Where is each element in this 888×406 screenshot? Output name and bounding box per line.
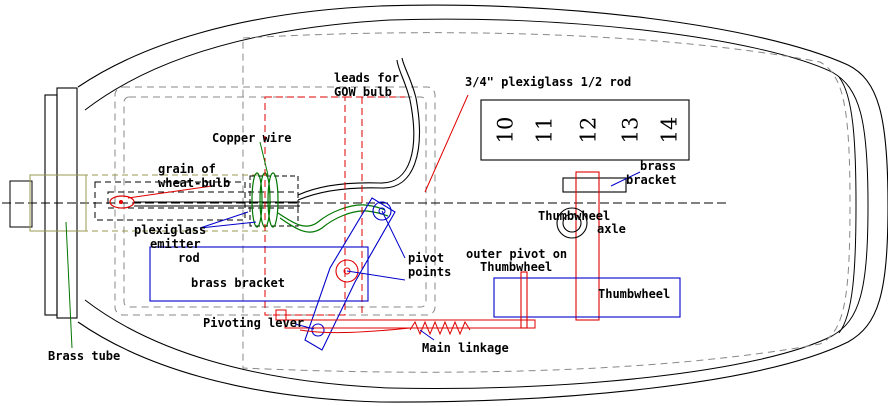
- pivot-point-upper: [372, 201, 392, 221]
- label-main-linkage: Main linkage: [422, 341, 509, 355]
- housing-inner-box-outer: [114, 86, 436, 316]
- label-brass-tube: Brass tube: [48, 349, 120, 363]
- main-linkage-wire: [299, 327, 411, 334]
- pivot-point-lower: [311, 323, 325, 337]
- outer-pivot-pin: [520, 271, 528, 329]
- label-leads-line2: GOW bulb: [334, 85, 392, 99]
- label-thumbwheel: Thumbwheel: [598, 287, 670, 301]
- scale-number-14: 14: [658, 117, 682, 144]
- leader-main-linkage: [419, 329, 435, 341]
- label-grain-line2: wheat-bulb: [158, 176, 230, 190]
- label-thumbwheel-axle-line1: Thumbwheel: [538, 209, 610, 223]
- leader-brass-tube: [65, 221, 73, 349]
- body-rim-left-curve: [838, 76, 857, 334]
- pivot-leader-1: [381, 210, 406, 259]
- leader-pivoting-lever: [294, 323, 315, 330]
- bulb-lead-wire-2: [297, 57, 420, 201]
- pivot-leader-2: [346, 270, 406, 281]
- label-pivot-line2: points: [408, 265, 451, 279]
- scale-number-11: 11: [533, 117, 557, 144]
- brass-tube-end: [9, 180, 33, 228]
- end-cap-ring: [56, 87, 78, 319]
- label-outer-pivot-line1: outer pivot on: [466, 247, 567, 261]
- label-plexiglass-rod: 3/4" plexiglass 1/2 rod: [465, 75, 631, 89]
- label-leads-line1: leads for: [334, 71, 399, 85]
- thumbwheel-body: [493, 277, 681, 318]
- bulb-filament: [119, 200, 123, 204]
- label-outer-pivot-line2: Thumbwheel: [480, 260, 552, 274]
- main-linkage-spring: [409, 320, 471, 336]
- body-outer-outline: [77, 4, 888, 403]
- label-brass-bracket-left: brass bracket: [191, 276, 285, 290]
- scale-number-10: 10: [494, 117, 518, 144]
- label-pivoting-lever: Pivoting lever: [203, 316, 304, 330]
- pivot-point-middle: [335, 259, 359, 283]
- label-brass-bracket-right-line1: brass: [640, 159, 676, 173]
- leader-plexiglass-emitter-2: [199, 221, 257, 229]
- emitter-rod-dashed: [107, 191, 299, 209]
- label-brass-bracket-right-line2: bracket: [626, 173, 677, 187]
- leader-plexiglass-rod: [424, 94, 469, 193]
- pivot-point-upper-inner: [378, 207, 386, 215]
- pivoting-lever: [304, 197, 396, 351]
- scale-box: [480, 99, 690, 161]
- housing-inner-box-inner: [123, 96, 427, 308]
- body-inner-outline: [84, 18, 869, 390]
- thumbwheel-axle: [556, 207, 588, 239]
- label-plexi-line1: plexiglass: [134, 223, 206, 237]
- bulb-lead-wire-1: [297, 59, 415, 196]
- label-plexi-line2: emitter: [150, 237, 201, 251]
- thumbwheel-frame-red: [575, 171, 600, 321]
- emitter-rod-sleeve: [249, 175, 299, 227]
- label-pivot-line1: pivot: [408, 251, 444, 265]
- bulb-holder-dashed: [94, 181, 246, 221]
- brass-bracket-right: [562, 177, 627, 193]
- linkage-end-block: [275, 309, 287, 321]
- thumbwheel-axle-inner: [562, 213, 582, 233]
- leader-plexiglass-emitter-1: [199, 211, 249, 229]
- label-grain-line1: grain of: [158, 162, 216, 176]
- scale-number-13: 13: [619, 117, 643, 144]
- label-plexi-line3: rod: [178, 251, 200, 265]
- leader-grain-bulb: [127, 185, 213, 199]
- leader-copper-wire: [259, 141, 269, 176]
- scale-number-12: 12: [577, 117, 601, 144]
- label-copper-wire: Copper wire: [212, 131, 291, 145]
- red-frame-main: [264, 96, 346, 316]
- label-thumbwheel-axle-line2: axle: [597, 222, 626, 236]
- end-cap-flange: [44, 94, 58, 316]
- leader-brass-bracket-right: [610, 171, 641, 187]
